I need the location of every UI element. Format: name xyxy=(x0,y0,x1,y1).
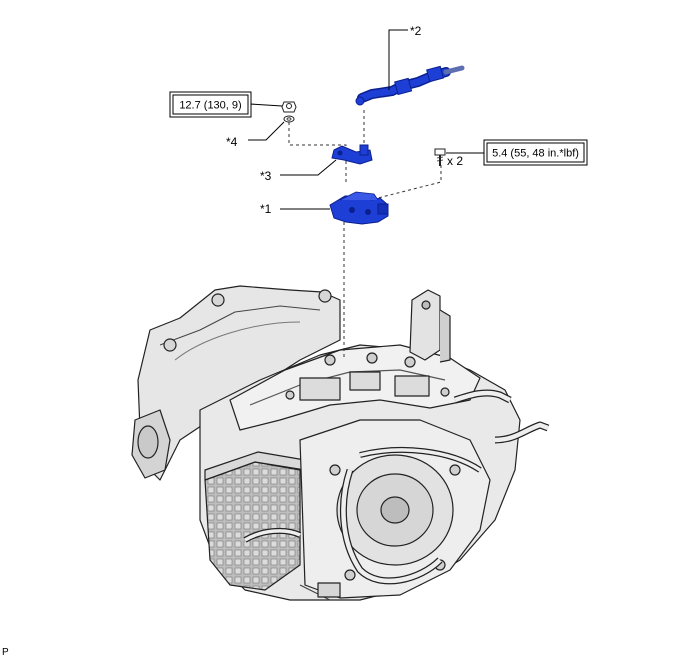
part2-sensor-harness xyxy=(355,65,465,106)
ribbed-side-cover xyxy=(204,461,301,591)
bolt-icon xyxy=(434,148,446,166)
transaxle-assembly xyxy=(131,285,550,601)
bolt-quantity: x 2 xyxy=(447,154,463,168)
torque-spec-bolt-box: 5.4 (55, 48 in.*lbf) xyxy=(483,139,588,166)
callout-part4: *4 xyxy=(226,135,238,149)
callout-part2: *2 xyxy=(410,24,422,38)
torque-spec-bolt: 5.4 (55, 48 in.*lbf) xyxy=(492,148,579,160)
callout-part1: *1 xyxy=(260,202,272,216)
corner-code: P xyxy=(2,647,9,658)
mount-bracket xyxy=(409,289,441,361)
part1-sensor xyxy=(329,191,389,225)
torque-spec-nut: 12.7 (130, 9) xyxy=(179,100,241,112)
part3-bracket xyxy=(331,144,373,165)
leader-lines xyxy=(248,29,484,210)
torque-spec-nut-box: 12.7 (130, 9) xyxy=(169,91,252,118)
callout-part3: *3 xyxy=(260,169,272,183)
washer-icon xyxy=(283,115,295,123)
assembly-guide-lines xyxy=(288,110,442,360)
nut-icon xyxy=(281,101,297,113)
